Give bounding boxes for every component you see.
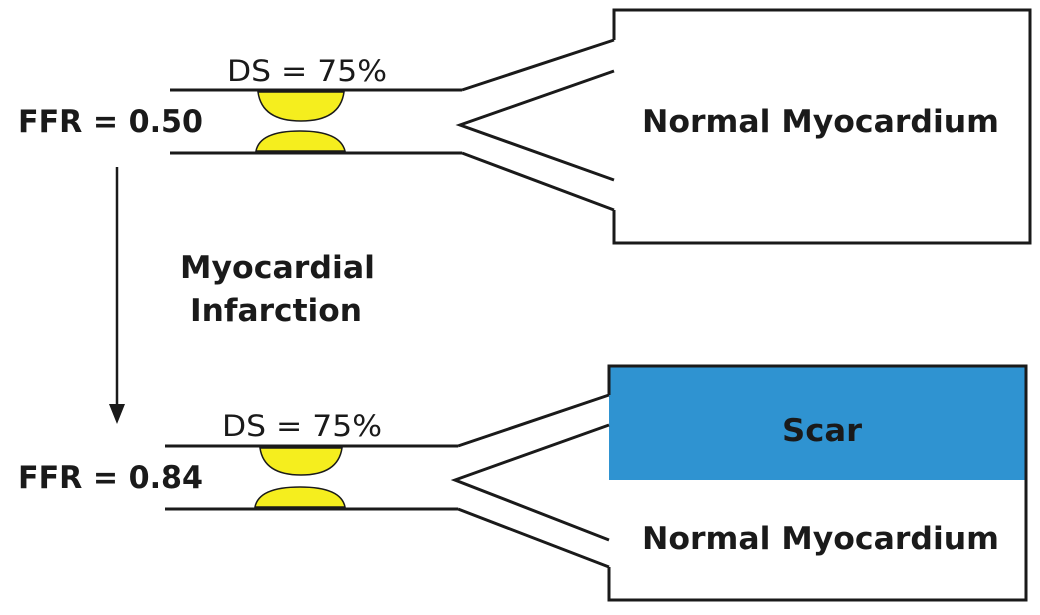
bottom-panel: FFR = 0.84 DS = 75% Scar Normal Myocardi… (18, 364, 1028, 602)
scar-region (609, 367, 1025, 480)
transition-label-line1: Myocardial (180, 250, 375, 286)
top-branch-lower (461, 151, 615, 212)
bottom-branch-lower (457, 507, 610, 569)
top-branch-inner (455, 69, 615, 182)
top-myocardium-box (612, 8, 1032, 245)
bottom-branch-inner (450, 423, 610, 542)
bottom-branch-upper (457, 393, 610, 448)
transition-arrow-head (109, 404, 125, 424)
bottom-upper-plaque (259, 447, 343, 476)
transition: Myocardial Infarction (109, 167, 375, 424)
top-panel: FFR = 0.50 DS = 75% Normal Myocardium (18, 8, 1032, 245)
bottom-lower-plaque (254, 486, 346, 508)
bottom-myocardium-box (607, 364, 1028, 602)
bottom-ffr-label: FFR = 0.84 (18, 460, 203, 496)
top-lower-plaque (255, 130, 346, 152)
bottom-territory-label: Normal Myocardium (642, 521, 999, 557)
scar-label: Scar (782, 413, 863, 449)
top-upper-plaque (257, 91, 345, 122)
top-branch-upper (461, 38, 615, 92)
top-ffr-label: FFR = 0.50 (18, 104, 203, 140)
bottom-stenosis-label: DS = 75% (222, 409, 382, 443)
transition-label-line2: Infarction (190, 293, 362, 329)
top-stenosis-label: DS = 75% (227, 54, 387, 88)
top-territory-label: Normal Myocardium (642, 104, 999, 140)
